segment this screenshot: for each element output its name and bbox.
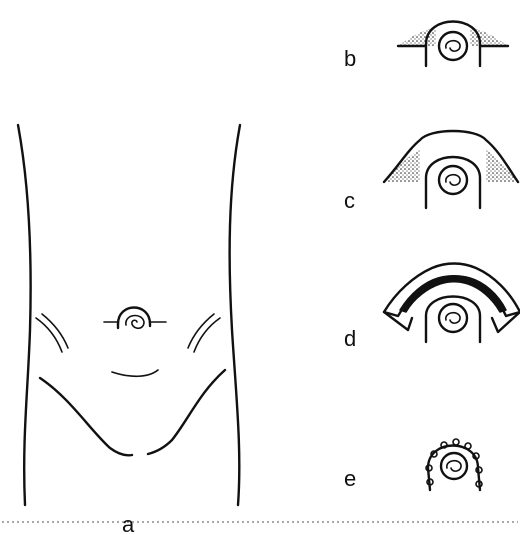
panel-d-lumen-ring — [439, 304, 467, 332]
label-b: b — [344, 46, 356, 71]
groin-crease-right — [148, 370, 225, 454]
panel-b-lumen-ring — [439, 32, 467, 60]
panel-b-stoma-section: b — [344, 22, 508, 72]
torso-left-outline — [18, 125, 31, 505]
panel-c-lumen-ring — [439, 166, 467, 194]
panel-d-stoma-with-ring: d — [344, 264, 520, 352]
label-a: a — [122, 512, 135, 535]
navel-curve — [112, 370, 158, 376]
panel-c-stoma-section: c — [344, 131, 518, 213]
panel-a-abdomen: a — [18, 125, 240, 535]
stoma-dome — [118, 308, 150, 327]
right-skin-fold-2 — [188, 314, 214, 348]
panel-c-lumen-spiral — [446, 175, 460, 185]
panel-b-lumen-spiral — [446, 41, 460, 51]
panel-e-lumen-spiral — [447, 461, 461, 471]
right-skin-fold-1 — [194, 318, 220, 352]
torso-right-outline — [230, 125, 240, 505]
panel-d-lumen-spiral — [446, 313, 460, 323]
panel-e-suture-6 — [465, 443, 471, 449]
groin-crease-left — [40, 378, 132, 455]
label-d: d — [344, 326, 356, 351]
left-skin-fold-2 — [42, 314, 68, 348]
panel-e-suture-5 — [453, 439, 459, 445]
left-skin-fold-1 — [36, 318, 62, 352]
stoma-inner-spiral — [126, 316, 144, 329]
panel-d-dark-band — [400, 276, 506, 312]
label-c: c — [344, 188, 355, 213]
panel-c-right-fill — [486, 150, 518, 182]
panel-e-lumen-ring — [441, 453, 467, 479]
panel-e-stoma-sutured: e — [344, 439, 482, 491]
panel-c-stem — [426, 157, 480, 208]
label-e: e — [344, 466, 356, 491]
